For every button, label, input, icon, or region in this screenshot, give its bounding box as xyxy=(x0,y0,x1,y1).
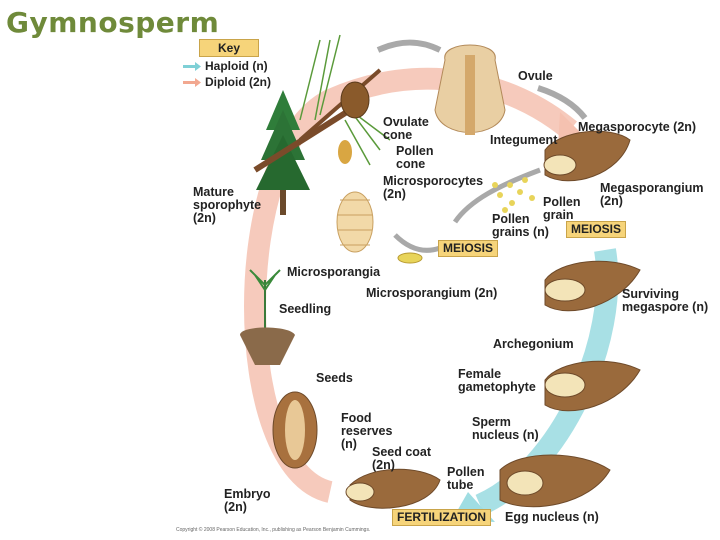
label-food-reserves: Food reserves (n) xyxy=(341,411,393,451)
microsporangium-small xyxy=(397,252,423,264)
meiosis-left-box: MEIOSIS xyxy=(438,240,499,257)
slide-title: Gymnosperm xyxy=(6,6,220,39)
label-megasporangium: Megasporangium (2n) xyxy=(600,181,704,208)
key-haploid: Haploid (n) xyxy=(183,59,268,73)
label-pollen-cone: Pollen cone xyxy=(396,144,434,171)
label-pollen-tube: Pollen tube xyxy=(447,465,485,492)
label-sperm-nucleus: Sperm nucleus (n) xyxy=(472,415,539,442)
ovulate-cone xyxy=(340,81,370,119)
grey-arrow-3 xyxy=(452,167,541,224)
label-microsporangium: Microsporangium (2n) xyxy=(366,286,498,300)
label-ovulate-cone: Ovulate cone xyxy=(383,115,429,142)
seed-illustration xyxy=(272,391,318,469)
seedling-illustration xyxy=(240,269,295,365)
legend-key: Key Haploid (n) Diploid (2n) xyxy=(183,39,293,91)
label-archegonium: Archegonium xyxy=(493,337,574,351)
label-integument: Integument xyxy=(490,133,558,147)
label-microsporangia: Microsporangia xyxy=(287,265,381,279)
tree-illustration xyxy=(253,68,382,215)
grey-arrow-4 xyxy=(393,233,441,253)
label-ovule: Ovule xyxy=(518,69,553,83)
label-female-gametophyte: Female gametophyte xyxy=(458,367,536,394)
label-seed-coat: Seed coat (2n) xyxy=(372,445,432,472)
grey-arrow-2 xyxy=(537,85,588,120)
label-surviving-megaspore: Surviving megaspore (n) xyxy=(622,287,709,314)
label-mature-sporophyte: Mature sporophyte (2n) xyxy=(193,185,262,225)
label-microsporocytes: Microsporocytes (2n) xyxy=(383,174,484,201)
label-egg-nucleus: Egg nucleus (n) xyxy=(505,510,599,524)
label-seedling: Seedling xyxy=(279,302,332,316)
pollen-grains xyxy=(492,177,535,213)
pine-needles xyxy=(299,34,391,166)
ovule-structure xyxy=(434,44,506,135)
grey-arrow-1 xyxy=(376,39,442,53)
megasporangium-shapes xyxy=(345,130,641,509)
key-title: Key xyxy=(199,39,259,57)
label-seeds: Seeds xyxy=(316,371,353,385)
pollen-cone xyxy=(338,140,352,164)
meiosis-right-box: MEIOSIS xyxy=(566,221,627,238)
microsporangium-cone xyxy=(336,191,374,253)
key-diploid: Diploid (2n) xyxy=(183,75,271,89)
label-megasporocyte: Megasporocyte (2n) xyxy=(578,120,697,134)
copyright-text: Copyright © 2008 Pearson Education, Inc.… xyxy=(176,527,371,533)
label-pollen-grains: Pollen grains (n) xyxy=(492,212,549,239)
label-pollen-grain: Pollen grain xyxy=(543,195,581,222)
fertilization-box: FERTILIZATION xyxy=(392,509,492,526)
label-embryo: Embryo (2n) xyxy=(224,487,271,514)
